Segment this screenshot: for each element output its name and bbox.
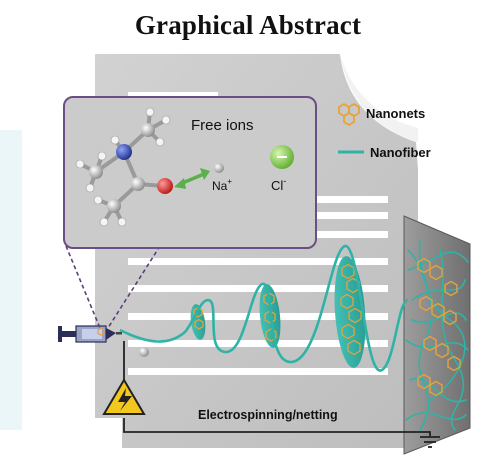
nitrogen-atom (116, 144, 132, 160)
legend: Nanonets Nanofiber (338, 102, 431, 160)
high-voltage-icon (102, 378, 146, 415)
process-label: Electrospinning/netting (198, 408, 338, 422)
interaction-arrow (174, 168, 210, 189)
ground-icon (420, 436, 440, 448)
sheet-fold (340, 54, 418, 142)
page-title: Graphical Abstract (134, 10, 362, 40)
legend-nanonets-label: Nanonets (366, 106, 425, 121)
free-ions-inset (63, 96, 317, 249)
zoom-projection (65, 245, 161, 329)
legend-nanofiber-label: Nanofiber (370, 145, 431, 160)
droplet (139, 347, 149, 357)
background-tint (0, 130, 22, 430)
collector-plate (403, 215, 471, 455)
circuit-wires (123, 341, 431, 436)
oxygen-atom (157, 178, 173, 194)
hexagon-icon (338, 102, 360, 127)
collector-nanonets (417, 257, 461, 397)
nanofiber-jet (119, 244, 409, 372)
chloride-label: Cl- (271, 176, 286, 193)
blob-nanonets (193, 263, 362, 356)
syringe-icon (58, 325, 122, 343)
sodium-label: Na+ (212, 177, 232, 193)
free-ions-label: Free ions (191, 117, 254, 134)
sodium-ion (214, 163, 224, 173)
molecule-model (75, 107, 173, 227)
